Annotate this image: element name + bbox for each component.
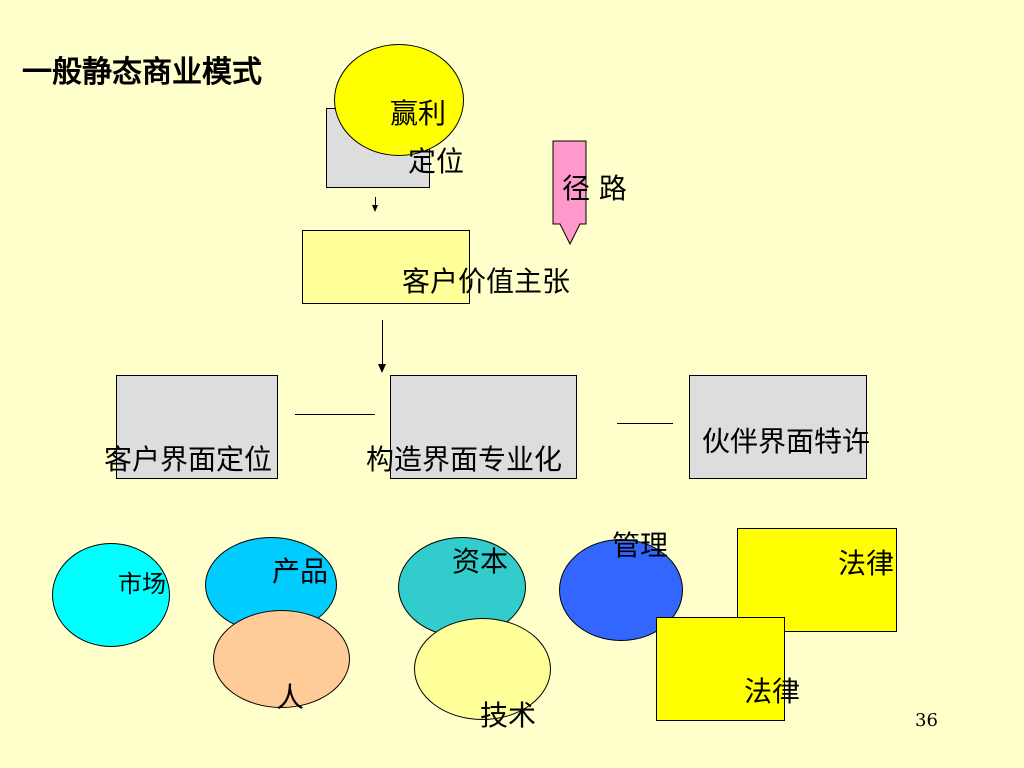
profit-ellipse xyxy=(334,44,464,156)
connector-left xyxy=(295,414,375,415)
page-number: 36 xyxy=(915,710,938,731)
positioning-label: 定位 xyxy=(408,145,465,178)
law-box-1 xyxy=(737,528,897,632)
customer-interface-box xyxy=(116,375,278,479)
market-ellipse xyxy=(52,543,170,647)
partner-interface-box xyxy=(689,375,867,479)
market-label: 市场 xyxy=(118,570,166,598)
positioning-arrow-head xyxy=(372,205,378,212)
technology-ellipse xyxy=(414,618,551,720)
structure-interface-label: 构造界面专业化 xyxy=(366,443,563,476)
capital-label: 资本 xyxy=(452,545,509,578)
positioning-arrow-shaft xyxy=(375,197,376,206)
customer-interface-label: 客户界面定位 xyxy=(104,443,273,476)
slide-title: 一般静态商业模式 xyxy=(22,55,262,90)
profit-label: 赢利 xyxy=(390,97,447,130)
path-arrow xyxy=(552,140,587,246)
product-label: 产品 xyxy=(272,555,329,588)
value-proposition-box xyxy=(302,230,470,304)
people-label: 人 xyxy=(276,681,305,714)
management-label: 管理 xyxy=(612,529,669,562)
technology-label: 技术 xyxy=(480,699,537,732)
people-ellipse xyxy=(213,610,350,708)
partner-interface-label: 伙伴界面特许 xyxy=(702,425,871,458)
structure-interface-box xyxy=(390,375,577,479)
law-label-1: 法律 xyxy=(838,547,895,580)
value-arrow-shaft xyxy=(382,320,383,364)
connector-right xyxy=(617,423,673,424)
value-arrow-head xyxy=(378,364,386,373)
law-label-2: 法律 xyxy=(744,675,801,708)
path-label: 径 路 xyxy=(562,172,627,205)
law-box-2 xyxy=(656,617,785,721)
value-proposition-label: 客户价值主张 xyxy=(402,265,571,298)
